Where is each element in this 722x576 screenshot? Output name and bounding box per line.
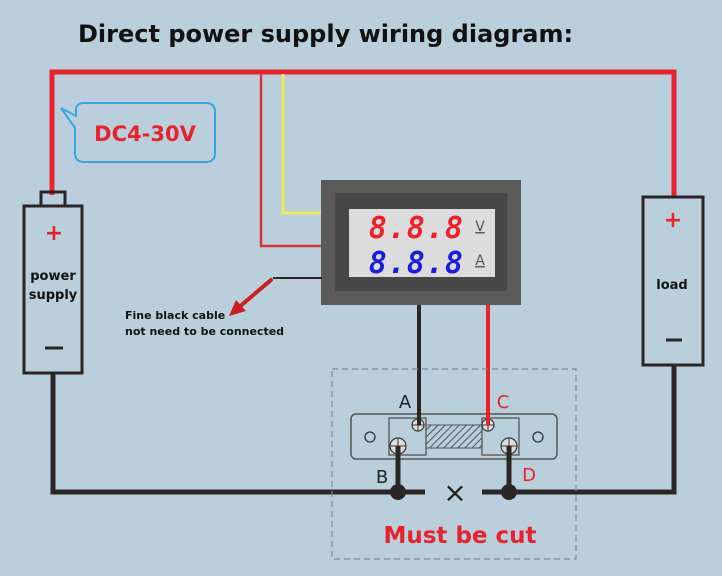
power-supply-label-2: supply	[29, 288, 78, 303]
current-display: 8.8.8	[369, 246, 464, 281]
meter-screen	[349, 209, 495, 277]
cut-mark-icon: ×	[443, 476, 466, 509]
load-plus: +	[664, 208, 682, 233]
load-body	[641, 195, 705, 367]
voltage-callout: DC4-30V	[60, 102, 216, 163]
note-arrow	[229, 278, 273, 316]
current-unit: A	[475, 253, 485, 269]
voltage-unit: V	[475, 219, 485, 235]
power-supply-plus: +	[45, 221, 63, 246]
power-supply-body	[22, 204, 84, 375]
note-line-1: Fine black cable	[125, 309, 225, 322]
shunt-resistive-element	[425, 424, 483, 449]
voltage-display: 8.8.8	[369, 211, 464, 246]
volt-amp-meter: 8.8.8 8.8.8 V A	[321, 180, 521, 305]
shunt-highlight-box	[331, 368, 577, 560]
negative-supply-wire	[50, 373, 425, 495]
junction-d	[501, 484, 517, 500]
diagram-title: Direct power supply wiring diagram:	[78, 20, 573, 48]
mount-hole-right	[532, 431, 544, 443]
negative-load-wire	[482, 365, 677, 495]
terminal-c-label: C	[497, 392, 510, 413]
meter-signal-wire	[281, 74, 322, 215]
power-supply: + power supply	[22, 190, 84, 375]
mount-hole-left	[364, 431, 376, 443]
load: + load	[641, 195, 705, 367]
load-label: load	[656, 278, 687, 293]
terminal-a-label: A	[399, 392, 412, 413]
terminal-d-label: D	[522, 465, 536, 486]
terminal-b-label: B	[376, 467, 388, 488]
positive-main-wire	[49, 69, 677, 197]
meter-power-wire	[259, 72, 322, 248]
junction-b	[390, 484, 406, 500]
power-supply-label-1: power	[30, 269, 76, 284]
note-line-2: not need to be connected	[125, 325, 284, 338]
must-be-cut-label: Must be cut	[383, 523, 536, 549]
voltage-range-label: DC4-30V	[94, 122, 196, 146]
shunt-resistor	[350, 413, 558, 460]
